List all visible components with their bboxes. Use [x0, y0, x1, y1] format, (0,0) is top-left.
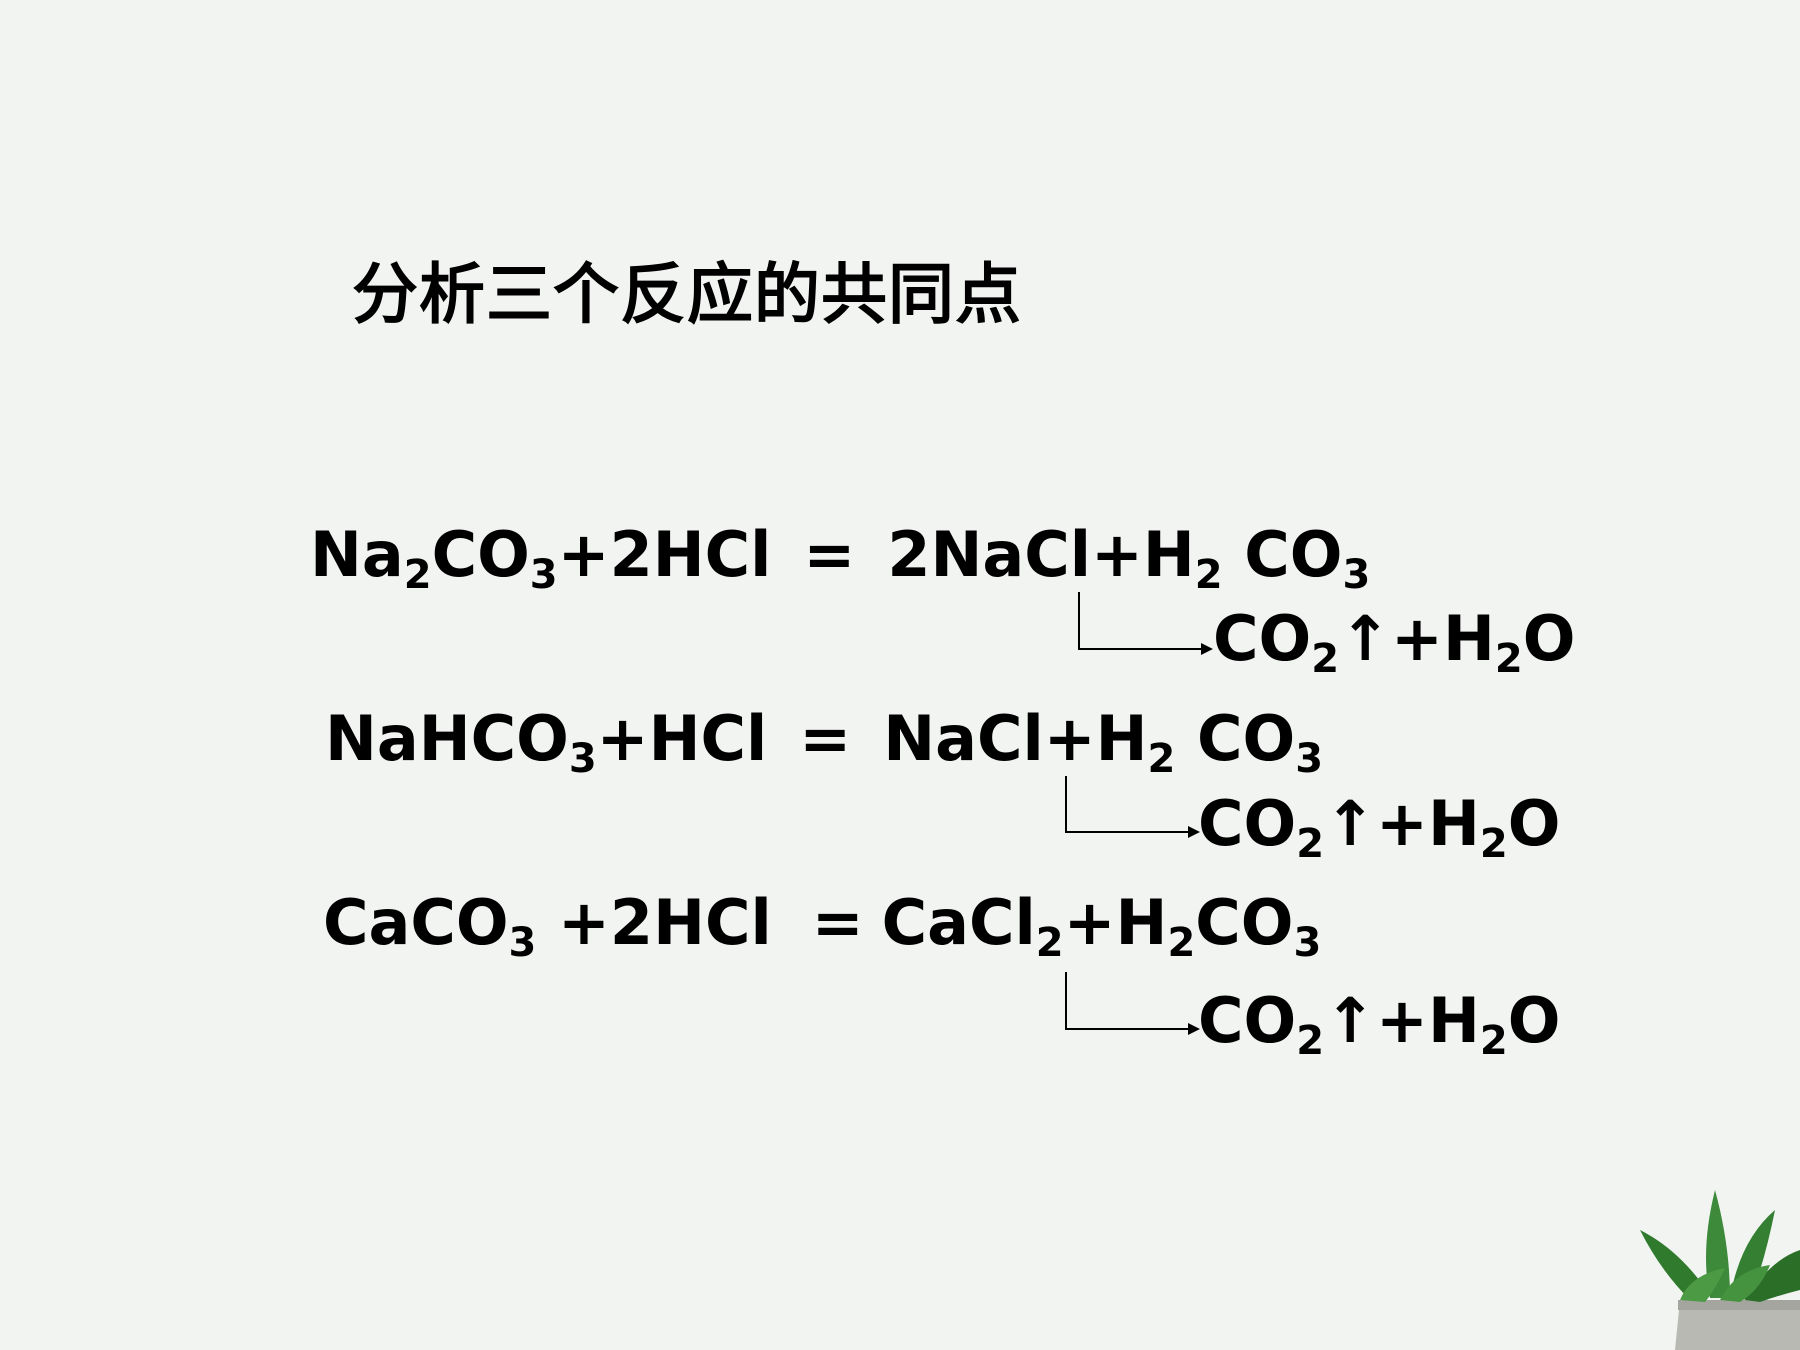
decomposition-arrow-3: [1065, 972, 1200, 1035]
subscript: 2: [1311, 636, 1340, 682]
slide-title: 分析三个反应的共同点: [352, 256, 1022, 333]
subscript: 3: [568, 736, 597, 782]
formula-text: ↑+H: [1324, 787, 1480, 860]
equation-2-reactants: NaHCO3+HCl: [325, 702, 768, 780]
formula-text: +HCl: [596, 702, 768, 775]
equation-1-equals: =: [803, 518, 856, 591]
subscript: 3: [508, 920, 537, 966]
formula-text: Na: [310, 518, 404, 591]
decomposition-3: CO2↑+H2O: [1198, 990, 1560, 1062]
formula-text: +2HCl: [536, 886, 772, 959]
formula-text: NaCl+H: [883, 702, 1148, 775]
formula-text: CO: [1195, 886, 1294, 959]
formula-text: O: [1507, 984, 1561, 1057]
formula-text: +H: [1063, 886, 1168, 959]
subscript: 2: [1035, 920, 1064, 966]
equation-1: Na2CO3+2HCl=2NaCl+H2 CO3: [310, 518, 1370, 596]
formula-text: NaHCO: [325, 702, 569, 775]
equation-2: NaHCO3+HCl=NaCl+H2 CO3: [325, 702, 1323, 780]
formula-text: CO: [1222, 518, 1343, 591]
formula-text: O: [1507, 787, 1561, 860]
subscript: 3: [529, 552, 558, 598]
formula-text: CO: [1198, 787, 1297, 860]
subscript: 2: [1147, 736, 1176, 782]
formula-text: CO: [1198, 984, 1297, 1057]
subscript: 2: [403, 552, 432, 598]
subscript: 2: [1194, 552, 1223, 598]
decomposition-2: CO2↑+H2O: [1198, 793, 1560, 865]
equation-3-products: CaCl2+H2CO3: [881, 886, 1322, 964]
subscript: 2: [1479, 821, 1508, 867]
formula-text: 2NaCl+H: [887, 518, 1195, 591]
subscript: 3: [1293, 920, 1322, 966]
equation-3-equals: =: [811, 886, 864, 959]
subscript: 3: [1295, 736, 1324, 782]
subscript: 2: [1479, 1018, 1508, 1064]
decomposition-arrow-2: [1065, 776, 1200, 838]
equation-2-products: NaCl+H2 CO3: [883, 702, 1323, 780]
formula-text: CaCl: [881, 886, 1036, 959]
formula-text: CO: [1175, 702, 1296, 775]
subscript: 3: [1342, 552, 1371, 598]
formula-text: CO: [1213, 602, 1312, 675]
formula-text: ↑+H: [1324, 984, 1480, 1057]
formula-text: ↑+H: [1339, 602, 1495, 675]
formula-text: +2HCl: [557, 518, 772, 591]
succulent-plant-icon: [1640, 1190, 1800, 1350]
formula-text: CO: [431, 518, 530, 591]
equation-1-reactants: Na2CO3+2HCl: [310, 518, 772, 596]
equation-3: CaCO3 +2HCl=CaCl2+H2CO3: [323, 886, 1321, 964]
subscript: 2: [1296, 1018, 1325, 1064]
equation-1-products: 2NaCl+H2 CO3: [887, 518, 1370, 596]
equation-3-reactants: CaCO3 +2HCl: [323, 886, 772, 964]
subscript: 2: [1296, 821, 1325, 867]
equation-2-equals: =: [799, 702, 852, 775]
decomposition-arrow-1: [1078, 592, 1213, 655]
decomposition-1: CO2↑+H2O: [1213, 608, 1575, 680]
subscript: 2: [1167, 920, 1196, 966]
formula-text: CaCO: [323, 886, 509, 959]
subscript: 2: [1494, 636, 1523, 682]
formula-text: O: [1522, 602, 1576, 675]
